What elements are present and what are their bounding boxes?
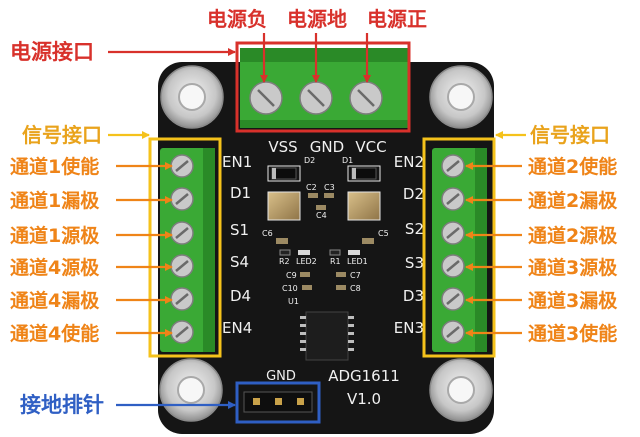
left-channel-label-3: 通道1源极 bbox=[10, 224, 100, 247]
right-channel-label-4: 通道3源极 bbox=[528, 256, 618, 279]
silk-s3: S3 bbox=[405, 254, 424, 272]
silk-header-gnd: GND bbox=[266, 369, 296, 384]
silk-led1: LED1 bbox=[347, 257, 368, 266]
ic-u1-chip bbox=[300, 311, 354, 361]
power-ground-label: 电源地 bbox=[287, 7, 347, 31]
power-screw-negative bbox=[249, 81, 283, 115]
power-annotations: 电源负 电源地 电源正 电源接口 bbox=[10, 7, 427, 133]
silk-c10: C10 bbox=[282, 284, 298, 293]
ground-header-box bbox=[235, 381, 321, 424]
silk-vss: VSS bbox=[268, 138, 297, 156]
left-signal-box bbox=[148, 137, 222, 358]
left-channel-label-4: 通道4源极 bbox=[10, 256, 100, 279]
ground-header-label: 接地排针 bbox=[20, 393, 104, 417]
silk-r2: R2 bbox=[279, 257, 290, 266]
silk-d1-pin: D1 bbox=[230, 184, 251, 202]
silkscreen-left-pins: EN1 D1 S1 S4 D4 EN4 bbox=[222, 153, 252, 337]
silk-d3: D3 bbox=[403, 287, 424, 305]
silk-chip-name: ADG1611 bbox=[328, 367, 400, 385]
power-screw-positive bbox=[349, 81, 383, 115]
capacitor-left-large bbox=[267, 191, 301, 221]
silk-en1: EN1 bbox=[222, 153, 252, 171]
right-channel-label-1: 通道2使能 bbox=[528, 155, 617, 178]
silk-c4: C4 bbox=[316, 211, 327, 220]
silk-u1: U1 bbox=[288, 297, 299, 306]
left-channel-label-5: 通道4漏极 bbox=[10, 289, 100, 312]
mounting-hole-top-right bbox=[429, 65, 493, 129]
silk-d4: D4 bbox=[230, 287, 251, 305]
ground-pin-header bbox=[243, 391, 313, 413]
power-terminal-block bbox=[240, 48, 408, 128]
right-channel-label-6: 通道3使能 bbox=[528, 322, 617, 345]
silk-c8: C8 bbox=[350, 284, 361, 293]
power-interface-box bbox=[235, 41, 411, 133]
silk-c3: C3 bbox=[324, 183, 335, 192]
power-screw-ground bbox=[299, 81, 333, 115]
silk-c2: C2 bbox=[306, 183, 317, 192]
diode-d1 bbox=[347, 165, 381, 182]
silk-vcc: VCC bbox=[355, 138, 386, 156]
diode-d2 bbox=[267, 165, 301, 182]
left-channel-label-2: 通道1漏极 bbox=[10, 189, 100, 212]
silk-d2-pin: D2 bbox=[403, 185, 424, 203]
power-positive-label: 电源正 bbox=[367, 7, 427, 31]
right-screws bbox=[441, 154, 465, 344]
board-substrate bbox=[158, 62, 494, 434]
mounting-hole-top-left bbox=[160, 65, 224, 129]
left-signal-title: 信号接口 bbox=[22, 123, 102, 147]
right-signal-terminal-block bbox=[432, 148, 487, 352]
right-signal-title: 信号接口 bbox=[530, 123, 610, 147]
silk-s4: S4 bbox=[230, 253, 249, 271]
silk-r1: R1 bbox=[330, 257, 341, 266]
left-channel-label-1: 通道1使能 bbox=[10, 155, 99, 178]
pcb-board: VSS GND VCC EN1 D1 S1 S4 D4 EN4 EN2 D2 S… bbox=[158, 48, 494, 434]
right-channel-label-3: 通道2源极 bbox=[528, 224, 618, 247]
mounting-hole-bottom-left bbox=[159, 358, 223, 422]
silk-c7: C7 bbox=[350, 271, 361, 280]
power-interface-label: 电源接口 bbox=[10, 40, 94, 64]
silk-en2: EN2 bbox=[394, 153, 424, 171]
silk-s1: S1 bbox=[230, 221, 249, 239]
silk-c5: C5 bbox=[378, 229, 389, 238]
silk-led2: LED2 bbox=[296, 257, 317, 266]
silk-c9: C9 bbox=[286, 271, 297, 280]
right-signal-annotations: 信号接口 通道2使能 通道2漏极 通道2源极 通道3源极 通道3漏极 通道3使能 bbox=[422, 123, 618, 358]
mounting-hole-bottom-right bbox=[429, 358, 493, 422]
silk-d2: D2 bbox=[304, 156, 315, 165]
silkscreen-power-pins: VSS GND VCC bbox=[268, 138, 386, 156]
silk-gnd: GND bbox=[310, 138, 344, 156]
silk-d1: D1 bbox=[342, 156, 353, 165]
right-channel-label-5: 通道3漏极 bbox=[528, 289, 618, 312]
silk-s2: S2 bbox=[405, 220, 424, 238]
silkscreen-components: D2 D1 C2 C3 C4 C6 C5 R2 LED2 R1 LED1 C9 … bbox=[262, 156, 389, 306]
left-signal-annotations: 信号接口 通道1使能 通道1漏极 通道1源极 通道4源极 通道4漏极 通道4使能 bbox=[10, 123, 222, 358]
right-channel-label-2: 通道2漏极 bbox=[528, 189, 618, 212]
left-signal-terminal-block bbox=[160, 148, 215, 352]
silk-version: V1.0 bbox=[347, 390, 381, 408]
right-signal-box bbox=[422, 137, 496, 358]
power-negative-label: 电源负 bbox=[207, 7, 267, 31]
small-smd-parts bbox=[276, 193, 374, 290]
silk-en4: EN4 bbox=[222, 319, 252, 337]
left-channel-label-6: 通道4使能 bbox=[10, 322, 99, 345]
silk-en3: EN3 bbox=[394, 319, 424, 337]
ground-header-annotations: 接地排针 bbox=[20, 381, 321, 424]
silkscreen-right-pins: EN2 D2 S2 S3 D3 EN3 bbox=[394, 153, 424, 337]
capacitor-right-large bbox=[347, 191, 381, 221]
silk-c6: C6 bbox=[262, 229, 273, 238]
